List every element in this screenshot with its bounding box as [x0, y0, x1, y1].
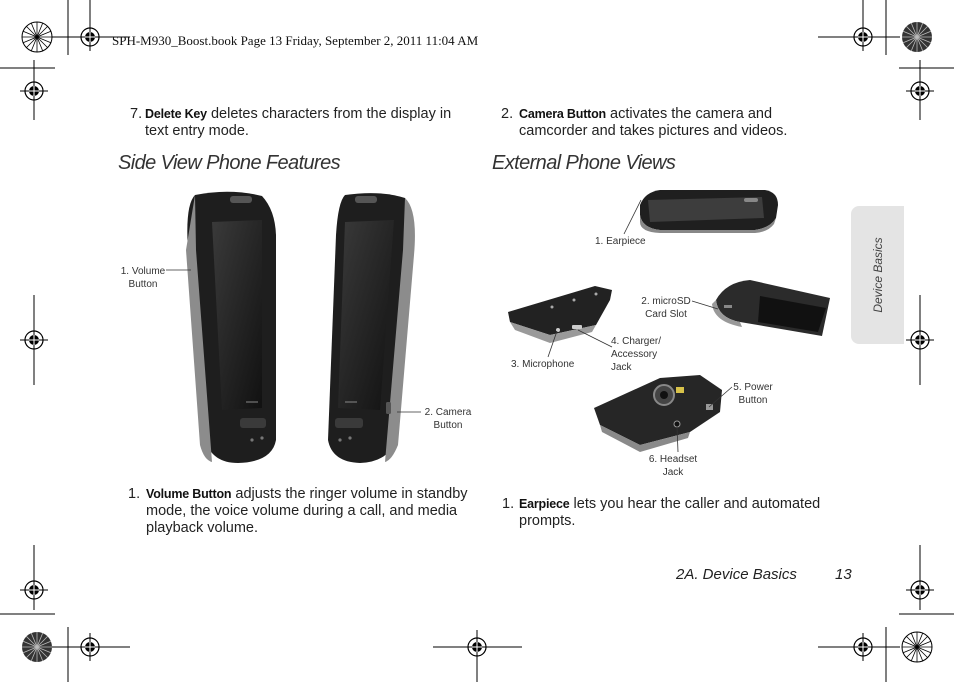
phone-bottom-edge	[508, 286, 612, 343]
item-number: 1.	[128, 486, 141, 502]
item-key: Camera Button	[519, 107, 606, 121]
footer-section-name: 2A. Device Basics	[676, 566, 797, 583]
callout-microphone: 3. Microphone	[511, 359, 575, 370]
item-text: deletes characters from the display in t…	[145, 106, 452, 139]
callout-earpiece: 1. Earpiece	[595, 236, 646, 247]
item-text: adjusts the ringer volume in standby mod…	[146, 486, 468, 536]
phone-side-corner	[712, 280, 830, 336]
callout-microsd-slot: 2. microSD Card Slot	[641, 296, 691, 320]
item-text: lets you hear the caller and automated p…	[519, 496, 821, 529]
phone-back-corner	[594, 375, 722, 452]
phone-top-view	[640, 190, 778, 233]
print-header: SPH-M930_Boost.book Page 13 Friday, Sept…	[112, 33, 479, 48]
phone-right-side	[328, 193, 415, 464]
item-text: activates the camera and camcorder and t…	[519, 106, 788, 139]
callout-charger-jack: 4. Charger/ Accessory Jack	[611, 336, 662, 373]
callout-headset-jack: 6. Headset Jack	[648, 454, 698, 478]
item-key: Volume Button	[146, 487, 232, 501]
earpiece-item: 1. Earpiece lets you hear the caller and…	[492, 496, 837, 532]
item-number: 7.	[130, 106, 143, 122]
item-number: 1.	[502, 496, 515, 512]
item-key: Earpiece	[519, 497, 570, 511]
footer-page-number: 13	[835, 566, 852, 583]
item-key: Delete Key	[145, 107, 207, 121]
callout-volume-button: 1. Volume Button	[120, 266, 166, 290]
callout-power-button: 5. Power Button	[733, 382, 773, 406]
side-section-tab: Device Basics	[851, 206, 904, 344]
side-tab-label: Device Basics	[870, 237, 885, 313]
volume-button-item: 1. Volume Button adjusts the ringer volu…	[118, 486, 468, 540]
section-title-external-views: External Phone Views	[492, 152, 676, 174]
phone-left-side	[186, 191, 276, 463]
callout-camera-button: 2. Camera Button	[424, 407, 472, 431]
section-title-side-view: Side View Phone Features	[118, 152, 341, 174]
delete-key-item: 7. Delete Key deletes characters from th…	[118, 106, 463, 142]
camera-button-item: 2. Camera Button activates the camera an…	[492, 106, 792, 142]
item-number: 2.	[501, 106, 514, 122]
